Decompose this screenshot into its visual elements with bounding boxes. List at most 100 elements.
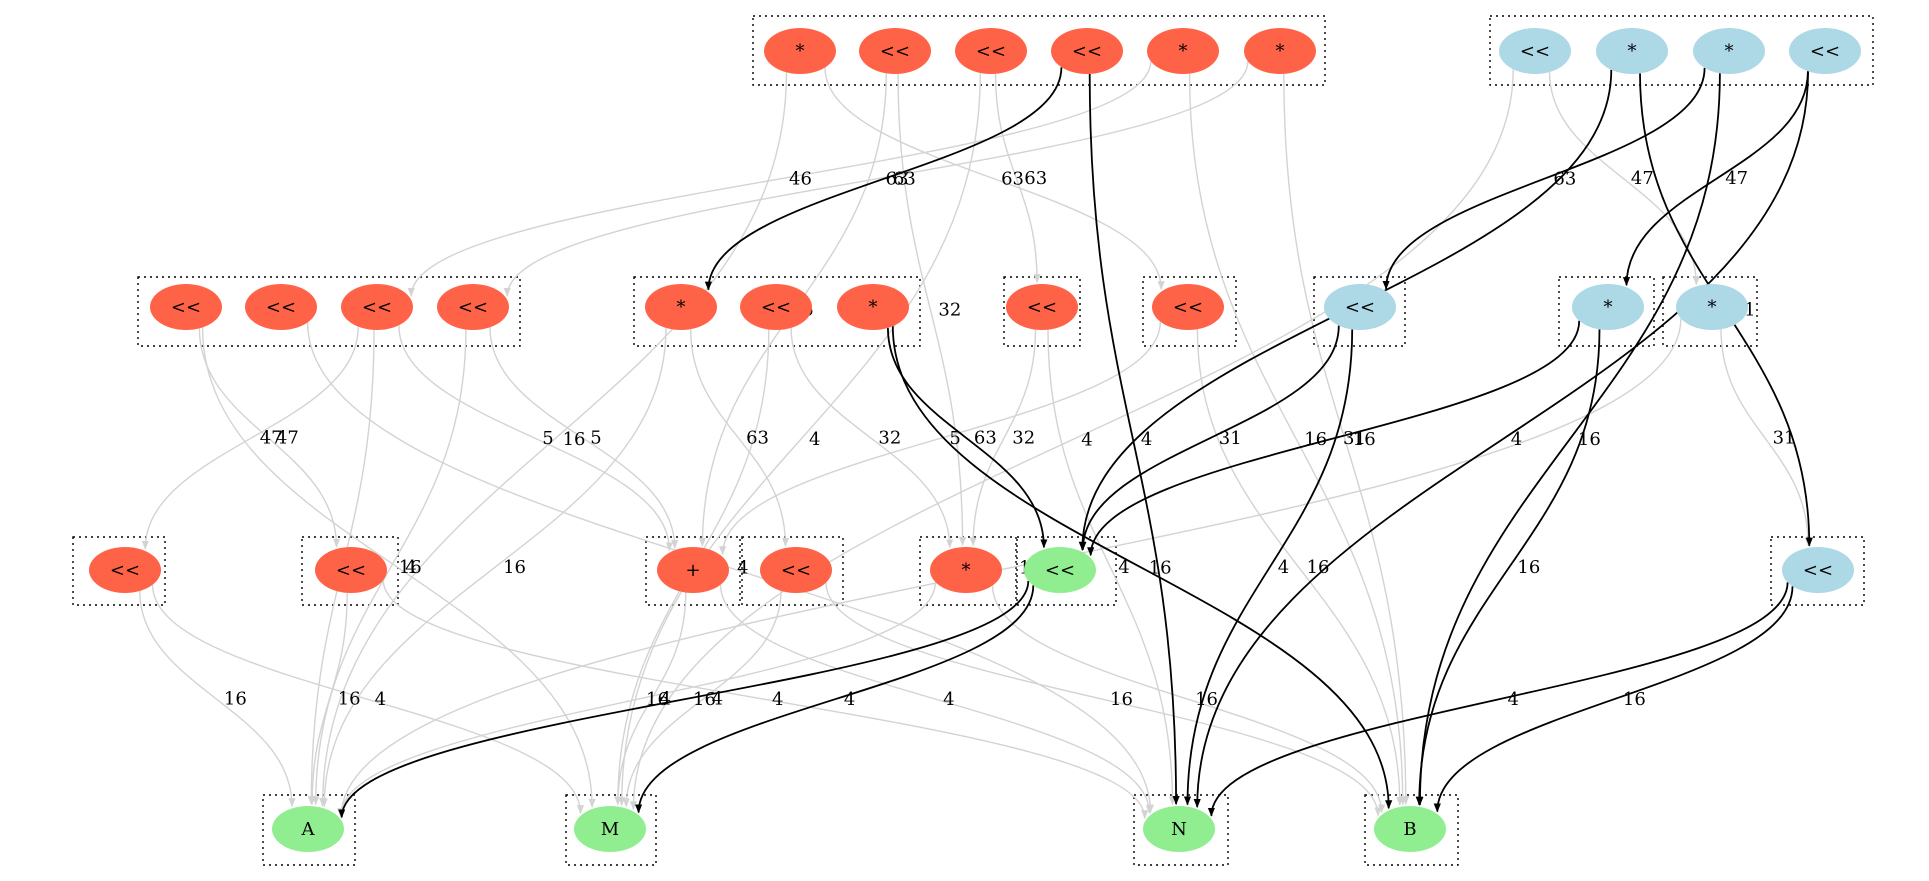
edge-label-m10-to-N: 4 [1278,557,1289,578]
node-m10: << [1324,284,1396,330]
node-m7: * [837,284,909,330]
edge-label-l7-to-N: 4 [1508,689,1519,710]
node-B: B [1374,806,1446,852]
node-m6-shape [740,284,812,330]
node-l4-label: << [781,560,811,581]
cluster-box-18 [565,794,657,866]
node-b3: * [1693,28,1765,74]
node-b3-label: * [1725,41,1734,62]
node-m6: << [740,284,812,330]
node-t1-label: * [796,41,805,62]
node-m5-label: * [677,297,686,318]
node-t6-shape [1244,28,1316,74]
node-b2-shape [1596,28,1668,74]
node-m12-shape [1676,284,1748,330]
edge-t6-to-m4 [503,61,1249,297]
node-A-label: A [301,819,316,840]
edge-l6-to-M [635,585,1035,814]
node-l5-shape [930,547,1002,593]
node-m9-shape [1152,284,1224,330]
edge-label-t3-to-M: 4 [809,429,820,450]
edge-label-t5-to-m3: 46 [789,169,812,190]
node-l5: * [930,547,1002,593]
edge-label-m1-to-l2: 47 [276,428,299,449]
edge-m5-to-A [320,327,667,808]
cluster-box-10 [72,536,166,606]
node-m9: << [1152,284,1224,330]
node-l6: << [1024,547,1096,593]
edge-m3-to-l1 [141,326,359,550]
node-m8-shape [1006,284,1078,330]
node-b4-label: << [1810,41,1840,62]
node-l3-shape [657,547,729,593]
node-l3-label: + [685,560,700,581]
edge-label-m12-to-l7: 31 [1773,428,1796,449]
cluster-box-16 [1770,536,1865,606]
node-t3-label: << [976,41,1006,62]
edge-label-b1-to-M: 4 [1081,429,1092,450]
edge-label-m3-to-l1: 47 [260,428,283,449]
node-m3-shape [341,284,413,330]
node-m5: * [645,284,717,330]
edge-t1-to-A [319,72,788,807]
cluster-box-3 [137,276,521,347]
node-l1-label: << [110,560,140,581]
edge-label-b3-to-m10: 63 [1553,168,1576,189]
node-t1: * [764,28,836,74]
node-B-label: B [1403,819,1416,840]
cluster-box-6 [1142,276,1237,347]
edge-m3-to-l3 [398,325,673,552]
edge-label-l3-to-M: 4 [660,689,671,710]
edge-label-m9-to-B: 16 [1307,557,1330,578]
edge-l7-to-N [1207,582,1789,817]
edge-m7-to-B [891,326,1393,810]
edge-m4-to-A [312,329,467,806]
edge-label-m8-to-N: 4 [1118,557,1129,578]
node-m1-label: << [171,297,201,318]
edge-t6-to-B [1283,73,1410,805]
node-m12-label: * [1708,297,1717,318]
node-l7-shape [1782,547,1854,593]
edge-m8-to-N [1047,329,1177,806]
node-t5-label: * [1179,41,1188,62]
node-m2-shape [245,284,317,330]
edge-label-t5-to-B: 16 [1304,429,1327,450]
edge-label-t4-to-N: 4 [1141,429,1152,450]
cluster-box-17 [262,794,356,866]
edge-m1-to-M [201,327,596,808]
edge-label-m7-to-l6: 63 [974,428,997,449]
node-B-shape [1374,806,1446,852]
node-A: A [272,806,344,852]
node-A-shape [272,806,344,852]
edge-l3-to-M [614,592,687,806]
edge-t5-to-m3 [407,61,1152,297]
node-l2-label: << [336,560,366,581]
edge-l1-to-M [151,584,585,815]
edge-label-m11-to-l6: 31 [1343,428,1366,449]
node-m10-label: << [1345,297,1375,318]
node-t4-label: << [1072,41,1102,62]
node-m4-shape [437,284,509,330]
edge-label-l6-to-A: 16 [693,689,716,710]
edge-t4-to-m5 [704,67,1063,291]
node-l6-shape [1024,547,1096,593]
node-l7-label: << [1803,560,1833,581]
edge-l4-to-B [825,582,1382,817]
node-m8-label: << [1027,297,1057,318]
edge-t3-to-M [618,72,981,807]
node-b3-shape [1693,28,1765,74]
edge-m10-to-N [1183,329,1354,806]
node-N: N [1143,806,1215,852]
edge-label-m2-to-N: 4 [737,558,748,579]
edge-label-b4-to-m11: 47 [1725,168,1748,189]
edge-label-b1-to-m12: 47 [1631,168,1654,189]
edge-label-m4-to-A: 16 [399,557,422,578]
edge-l5-to-B [991,585,1386,814]
edge-t3-to-m8 [994,73,1041,284]
node-l7: << [1782,547,1854,593]
node-b1-label: << [1520,41,1550,62]
node-layer: *<<<<<<**<<**<<<<<<<<<<*<<*<<<<<<**<<<<+… [89,28,1861,852]
edge-m9-to-l3 [719,321,1161,556]
edge-label-m10-to-l6: 31 [1219,428,1242,449]
